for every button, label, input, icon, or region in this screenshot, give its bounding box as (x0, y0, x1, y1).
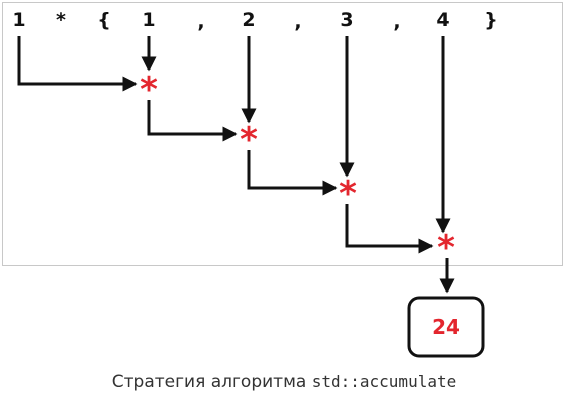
element-2: 2 (242, 9, 255, 31)
element-3: 3 (340, 9, 353, 31)
result-value: 24 (432, 315, 460, 339)
caption-code: std::accumulate (311, 372, 457, 391)
result-box (407, 296, 485, 358)
multiply-operator-4: * (437, 228, 455, 268)
arrow-op3-to-op4 (345, 204, 434, 254)
multiply-operator-1: * (140, 70, 158, 110)
arrow-op2-to-op3 (247, 150, 338, 196)
close-brace: } (484, 9, 498, 31)
open-brace: { (97, 9, 111, 31)
comma-3: , (393, 11, 400, 33)
multiply-operator-3: * (339, 174, 357, 214)
comma-1: , (197, 11, 204, 33)
arrow-op1-to-op2 (147, 100, 238, 142)
star-token: * (56, 9, 66, 31)
diagram-frame (2, 2, 563, 266)
init-value: 1 (12, 9, 25, 31)
caption-text: Стратегия алгоритма (111, 372, 307, 392)
figure-caption: Стратегия алгоритма std::accumulate (0, 372, 568, 392)
comma-2: , (294, 11, 301, 33)
element-1: 1 (142, 9, 155, 31)
arrow-init-to-op1 (17, 36, 138, 92)
element-4: 4 (436, 9, 449, 31)
multiply-operator-2: * (240, 120, 258, 160)
